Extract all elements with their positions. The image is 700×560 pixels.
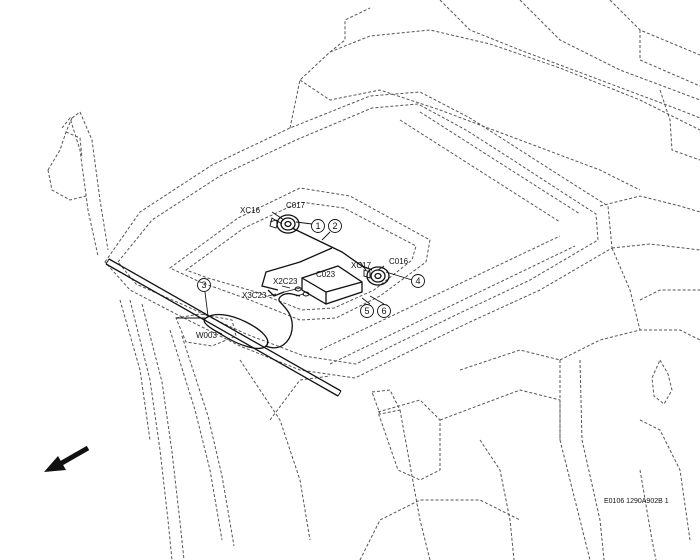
svg-text:5: 5	[364, 306, 369, 316]
label-w003: W003	[196, 331, 217, 340]
svg-text:3: 3	[201, 280, 206, 290]
label-x2c23: X2C23	[273, 277, 298, 286]
antenna-rod	[105, 258, 342, 397]
callout-6: 6	[377, 304, 391, 318]
callout-2: 2	[328, 219, 342, 233]
svg-text:6: 6	[381, 306, 386, 316]
label-x3c23: X3C23	[242, 291, 267, 300]
callout-1: 1	[311, 219, 325, 233]
callout-3: 3	[197, 278, 211, 292]
svg-text:2: 2	[332, 221, 337, 231]
radio-c023	[283, 265, 363, 305]
cab-frame-outline	[47, 0, 700, 560]
label-c017: C017	[286, 201, 306, 210]
label-xc16: XC16	[240, 206, 261, 215]
callout-5: 5	[360, 304, 374, 318]
label-c023: C023	[316, 270, 336, 279]
label-xc17: XC17	[351, 261, 372, 270]
callout-4: 4	[411, 274, 425, 288]
leader-lines	[204, 211, 413, 335]
reference-code: E0106 1290A902B 1	[604, 498, 669, 505]
speaker-harness	[261, 219, 373, 297]
arrow-down-left-icon	[44, 445, 90, 472]
w003-cable	[176, 292, 301, 350]
speaker-c017	[269, 214, 300, 234]
svg-text:1: 1	[315, 221, 320, 231]
svg-text:4: 4	[415, 276, 420, 286]
label-c016: C016	[389, 257, 409, 266]
